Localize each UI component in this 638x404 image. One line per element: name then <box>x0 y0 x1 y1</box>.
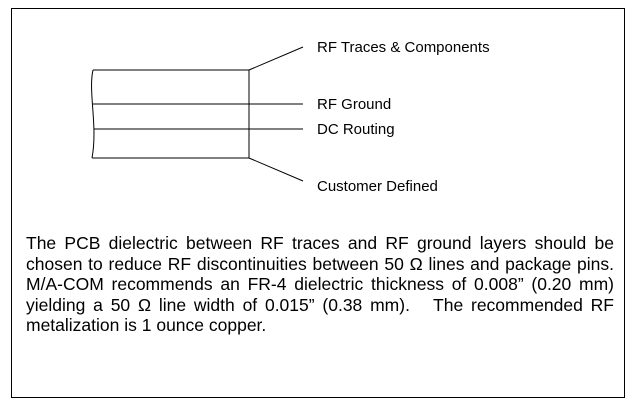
description-paragraph: The PCB dielectric between RF traces and… <box>26 233 624 335</box>
leader-customer-defined <box>248 157 304 182</box>
figure-frame <box>11 8 625 398</box>
label-rf-traces: RF Traces & Components <box>317 39 490 56</box>
pcb-stackup-diagram: RF Traces & Components RF Ground DC Rout… <box>91 39 490 195</box>
leader-rf-traces <box>248 46 304 71</box>
label-customer-defined: Customer Defined <box>317 178 438 195</box>
label-dc-routing: DC Routing <box>317 121 395 138</box>
label-rf-ground: RF Ground <box>317 96 391 113</box>
pcb-board-outline <box>91 69 250 159</box>
